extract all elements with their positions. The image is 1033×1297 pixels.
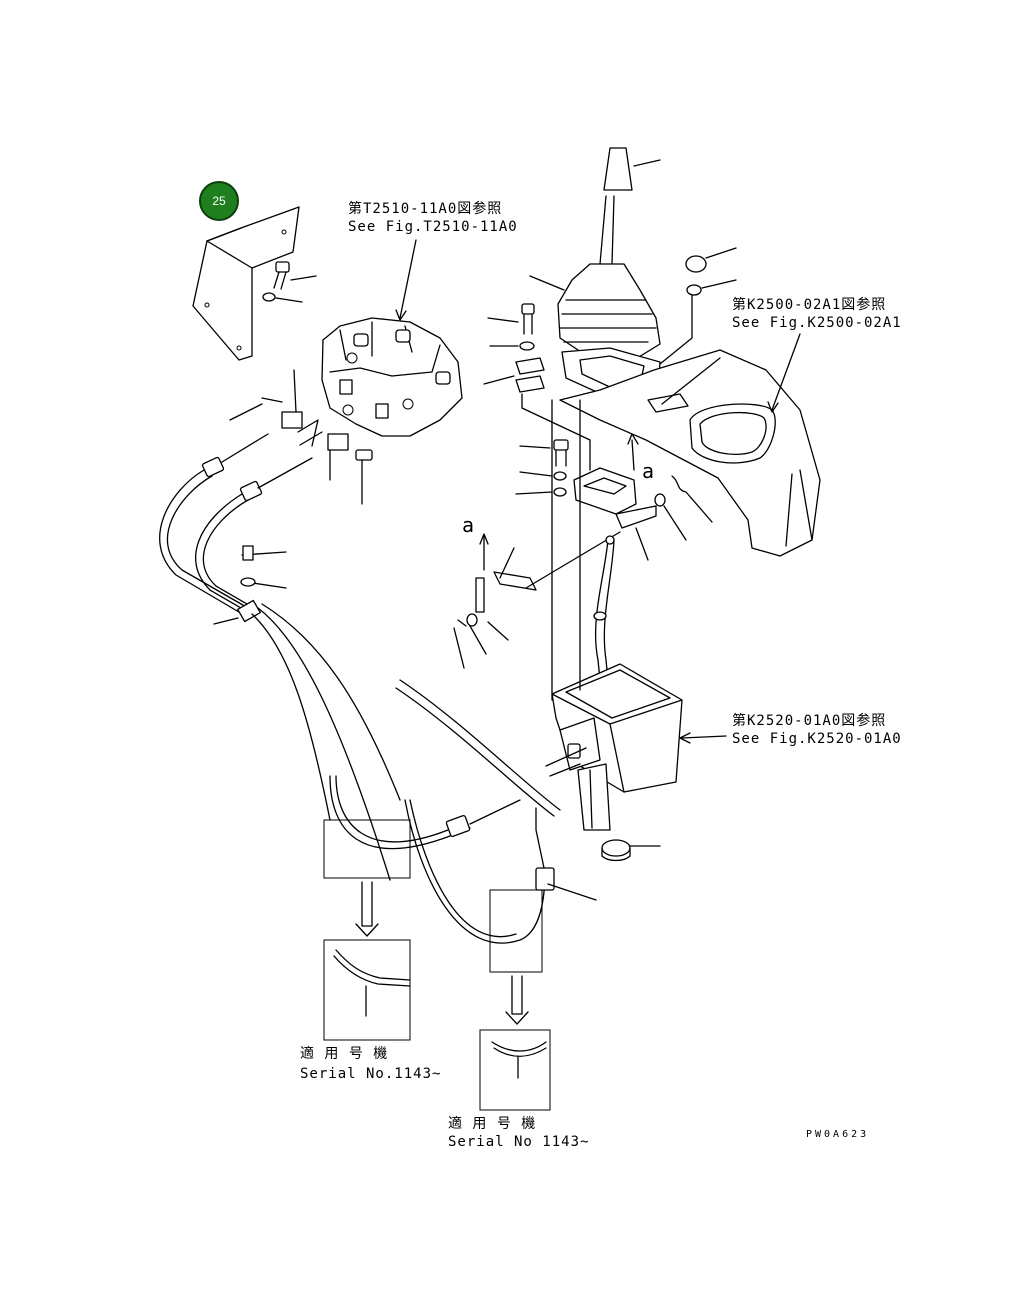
control-valve-part (321, 317, 463, 437)
serial-note-left-en: Serial No.1143~ (300, 1066, 441, 1082)
cable-assembly (159, 433, 561, 944)
control-box-part (545, 399, 683, 862)
lever-linkage-part (453, 531, 621, 669)
bolt-part (262, 261, 317, 303)
ref-t2510-en: See Fig.T2510-11A0 (348, 219, 518, 235)
serial-note-right-jp: 適 用 号 機 (448, 1115, 536, 1132)
drawing-code: PW0A623 (806, 1129, 869, 1140)
cap-part (659, 247, 737, 365)
detail-marker-a-upper: a (642, 459, 655, 483)
serial-note-left-jp: 適 用 号 機 (300, 1045, 388, 1062)
ref-k2500-jp: 第K2500-02A1図参照 (732, 296, 886, 313)
ref-k2500-en: See Fig.K2500-02A1 (732, 315, 902, 331)
leader-line (547, 883, 597, 901)
console-cover-part (559, 349, 821, 557)
detail-box-left (323, 819, 411, 1041)
arrowhead (679, 732, 691, 744)
serial-note-right-en: Serial No 1143~ (448, 1134, 589, 1150)
mount-bracket-part (573, 433, 713, 561)
detail-box-right (479, 889, 551, 1111)
detail-marker-a-lower: a (462, 513, 475, 537)
ref-t2510-jp: 第T2510-11A0図参照 (348, 200, 502, 217)
bracket-part (192, 206, 300, 361)
arrowhead (395, 309, 407, 321)
arrowhead (767, 401, 779, 413)
leader-line (399, 239, 417, 319)
ref-k2520-jp: 第K2520-01A0図参照 (732, 712, 886, 729)
ref-k2520-en: See Fig.K2520-01A0 (732, 731, 902, 747)
hardware-part (483, 303, 591, 497)
leader-line (771, 333, 801, 411)
lever-boot-part (529, 147, 661, 399)
lower-lever-part (593, 535, 615, 701)
fittings-part (229, 369, 373, 505)
item-number-badge[interactable]: 25 (199, 181, 239, 221)
leader-line (681, 735, 727, 739)
